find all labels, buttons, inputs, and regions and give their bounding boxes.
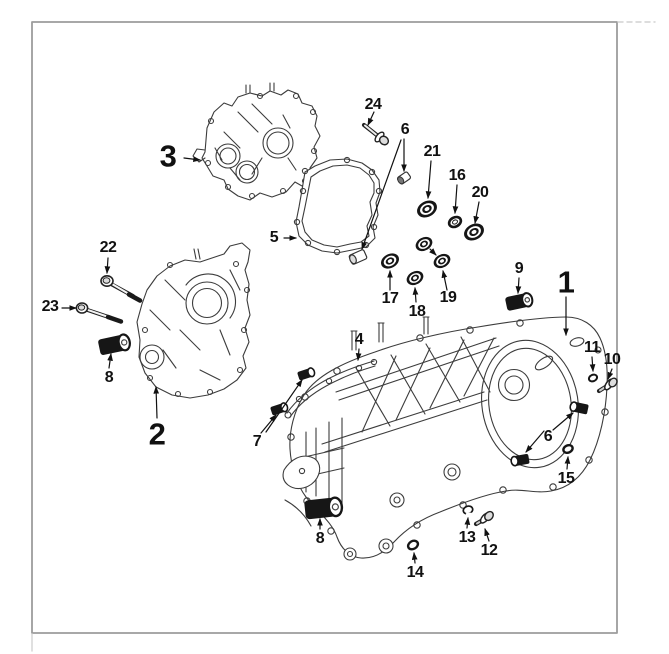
part-bushing-8-lower xyxy=(304,496,344,520)
part-cover-gasket xyxy=(293,156,383,256)
part-dowel-7-lower xyxy=(270,402,289,416)
part-bolt-23 xyxy=(75,302,124,324)
part-dowel-6-lower xyxy=(510,454,530,467)
part-seal-11 xyxy=(587,373,599,383)
part-seal-15 xyxy=(562,443,574,455)
part-bearing-21 xyxy=(417,200,437,218)
part-bushing-8-upper xyxy=(98,333,131,355)
part-crankcase-half-right xyxy=(136,242,251,399)
part-seal-16 xyxy=(447,215,463,229)
part-bolt-10 xyxy=(596,377,618,394)
part-bearing-19b xyxy=(433,253,451,269)
part-bolt-24 xyxy=(361,122,390,146)
part-crankcase-assembly xyxy=(287,316,609,561)
part-dowel-7-upper xyxy=(297,367,316,381)
part-dowel-6-mid xyxy=(348,249,368,265)
part-bearing-20 xyxy=(464,223,484,241)
part-dowel-6-right xyxy=(569,401,589,415)
part-case-gasket xyxy=(282,358,378,527)
part-bearing-19a xyxy=(415,236,433,252)
part-seal-14 xyxy=(406,539,420,551)
part-crankcase-half-left xyxy=(192,82,321,201)
part-clip-13 xyxy=(462,505,474,516)
part-bolt-12 xyxy=(473,510,494,527)
part-bearing-17 xyxy=(380,253,400,269)
part-pin-6-top xyxy=(396,171,412,185)
figure-border xyxy=(31,21,656,652)
part-bearing-18 xyxy=(406,270,424,286)
callout-arrows xyxy=(61,111,614,564)
part-bolt-22 xyxy=(100,274,143,303)
part-bushing-9 xyxy=(505,292,534,311)
